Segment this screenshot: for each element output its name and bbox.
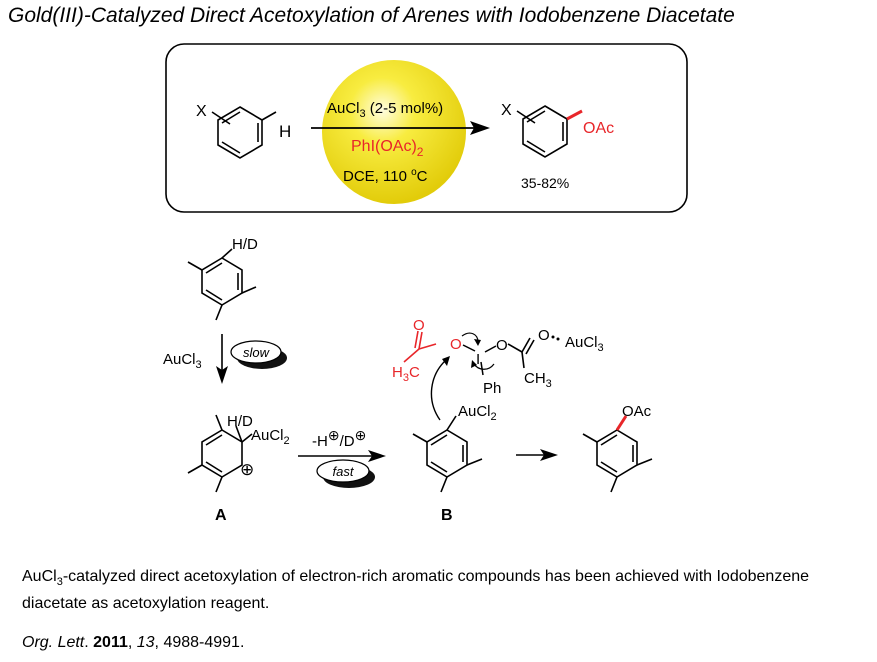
product-red-bond (566, 109, 583, 121)
fast-step-arrow-head (368, 450, 386, 462)
product-arene (516, 105, 568, 158)
slide-title: Gold(III)-Catalyzed Direct Acetoxylation… (8, 4, 735, 27)
reactant-h: H (279, 122, 291, 141)
hd-label-a: H/D (227, 413, 253, 430)
phenyl-label: Ph (483, 380, 501, 397)
ester-o-red: O (450, 336, 462, 353)
condition-oxidant: PhI(OAc)2 (351, 138, 424, 159)
label-b: B (441, 507, 453, 524)
aucl2-label-b: AuCl2 (458, 403, 497, 423)
fast-badge (316, 459, 370, 483)
product-oac: OAc (583, 120, 614, 137)
intermediate-a (187, 414, 253, 493)
attack-arrow (430, 359, 447, 421)
carbonyl-o-black: O (538, 327, 550, 344)
plus-charge-a: ⊕ (240, 460, 254, 479)
ch3-label: CH3 (524, 370, 552, 390)
fast-label: fast (333, 464, 355, 479)
mesitylene (187, 248, 257, 321)
condition-solvent-temp: DCE, 110 oC (343, 167, 428, 185)
iodane-complex (403, 330, 560, 376)
aucl2-label-a: AuCl2 (251, 427, 290, 447)
hd-label-top: H/D (232, 236, 258, 253)
label-a: A (215, 507, 227, 524)
h3c-label: H3C (392, 364, 420, 384)
substituent-x: X (196, 103, 207, 120)
caption: AuCl3-catalyzed direct acetoxylation of … (22, 568, 810, 613)
attack-arrow-head (442, 356, 450, 366)
reactant-arene (211, 106, 277, 159)
intermediate-b (412, 415, 483, 493)
yield-label: 35-82% (521, 175, 569, 191)
iodine-label: I (476, 351, 480, 368)
carbonyl-o-red: O (413, 317, 425, 334)
slow-label: slow (243, 345, 271, 360)
slow-step-reagent: AuCl3 (163, 351, 202, 371)
reaction-arrow-head (470, 121, 490, 135)
slow-badge (230, 340, 282, 364)
final-red-bond (615, 415, 628, 431)
final-oac: OAc (622, 403, 652, 420)
slow-step-arrow-head (216, 366, 228, 384)
reaction-scheme: X H AuCl3 (2-5 mol%) PhI(OAc)2 DCE, 110 … (163, 43, 688, 524)
reference: Org. Lett. 2011, 13, 4988-4991. (22, 634, 245, 651)
final-product (582, 429, 653, 493)
final-arrow-head (540, 449, 558, 461)
fast-step-reagent: -H⊕/D⊕ (312, 427, 366, 450)
aucl3-coordinated: AuCl3 (565, 334, 604, 354)
product-substituent-x: X (501, 102, 512, 119)
ester-o-black: O (496, 337, 508, 354)
conditions-sphere (322, 60, 466, 204)
scheme-box (165, 43, 688, 213)
condition-catalyst: AuCl3 (2-5 mol%) (327, 100, 443, 120)
